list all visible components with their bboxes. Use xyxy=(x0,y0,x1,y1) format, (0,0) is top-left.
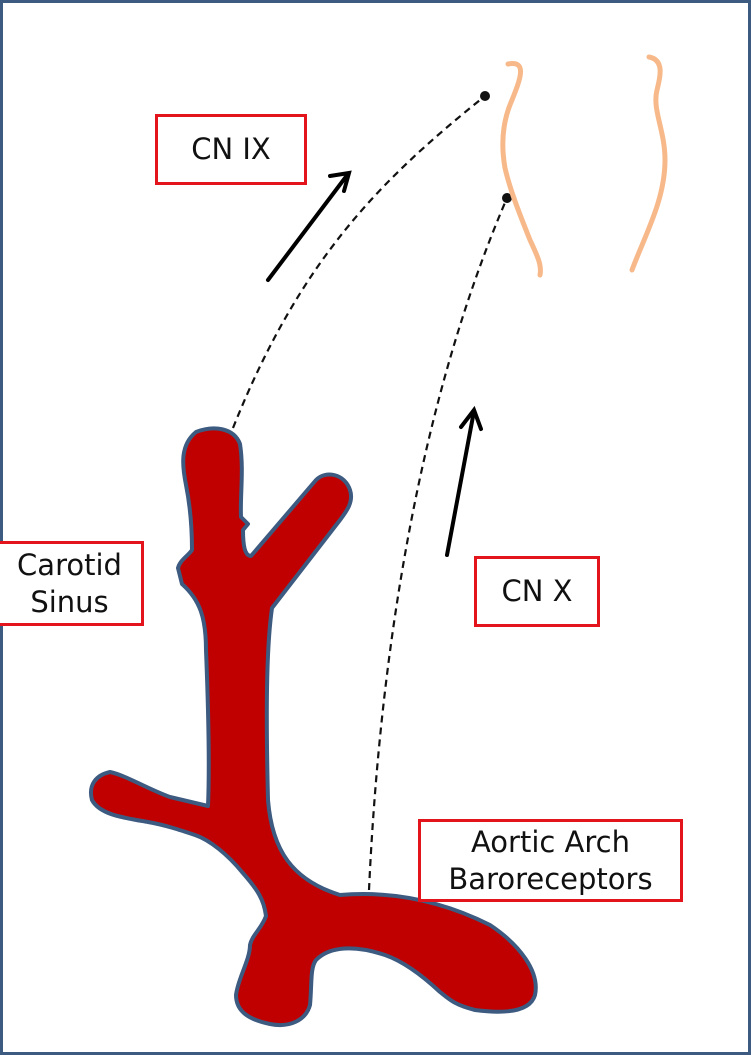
nerve-root-right xyxy=(632,57,665,270)
aortic-arch-label-line-2: Baroreceptors xyxy=(448,861,652,898)
cn-x-label-text: CN X xyxy=(501,573,572,610)
cn-x-arrow xyxy=(447,410,481,555)
cn-ix-arrow xyxy=(268,173,349,280)
aortic-arch-baroreceptors-label: Aortic Arch Baroreceptors xyxy=(418,819,683,902)
arterial-tree xyxy=(91,428,536,1025)
cn-ix-synapse-dot xyxy=(480,91,490,101)
aortic-arch-label-line-1: Aortic Arch xyxy=(448,824,652,861)
cn-ix-label-text: CN IX xyxy=(191,131,271,168)
cn-x-nerve-fiber xyxy=(369,198,507,890)
carotid-sinus-label: Carotid Sinus xyxy=(0,541,144,626)
nerve-root-left xyxy=(503,63,541,275)
cn-x-label: CN X xyxy=(474,556,600,627)
carotid-sinus-label-line-2: Sinus xyxy=(17,584,122,621)
cn-ix-label: CN IX xyxy=(155,114,307,185)
carotid-sinus-label-line-1: Carotid xyxy=(17,547,122,584)
